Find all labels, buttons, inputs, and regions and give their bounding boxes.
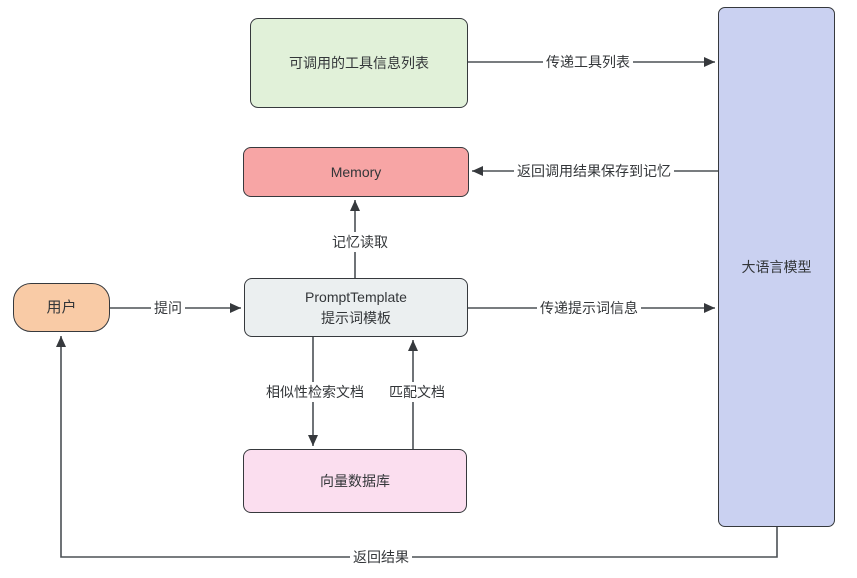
edge-label-pass-prompt-info: 传递提示词信息 <box>537 298 641 318</box>
node-vector-db: 向量数据库 <box>243 449 467 513</box>
edge-label-save-result-to-memory: 返回调用结果保存到记忆 <box>514 161 674 181</box>
node-tools-list: 可调用的工具信息列表 <box>250 18 468 108</box>
edge-label-match-docs: 匹配文档 <box>386 382 448 402</box>
node-user: 用户 <box>13 283 110 332</box>
edge-return-result <box>56 336 778 558</box>
node-user-label: 用户 <box>46 298 77 316</box>
node-tools-list-label: 可调用的工具信息列表 <box>289 54 429 71</box>
edge-label-return-result: 返回结果 <box>350 547 412 567</box>
edge-label-memory-read: 记忆读取 <box>329 232 391 252</box>
node-memory: Memory <box>243 147 469 197</box>
node-vector-db-label: 向量数据库 <box>320 472 390 489</box>
edge-label-pass-tool-list: 传递工具列表 <box>543 52 633 72</box>
node-prompt-template-label-en: PromptTemplate <box>305 289 407 306</box>
edge-label-ask-question: 提问 <box>151 298 185 318</box>
edge-label-similarity-search: 相似性检索文档 <box>263 382 367 402</box>
node-prompt-template: PromptTemplate 提示词模板 <box>244 278 468 337</box>
node-llm: 大语言模型 <box>718 7 835 527</box>
node-prompt-template-label-zh: 提示词模板 <box>321 309 391 326</box>
node-memory-label: Memory <box>330 163 382 180</box>
node-llm-label: 大语言模型 <box>741 258 812 275</box>
